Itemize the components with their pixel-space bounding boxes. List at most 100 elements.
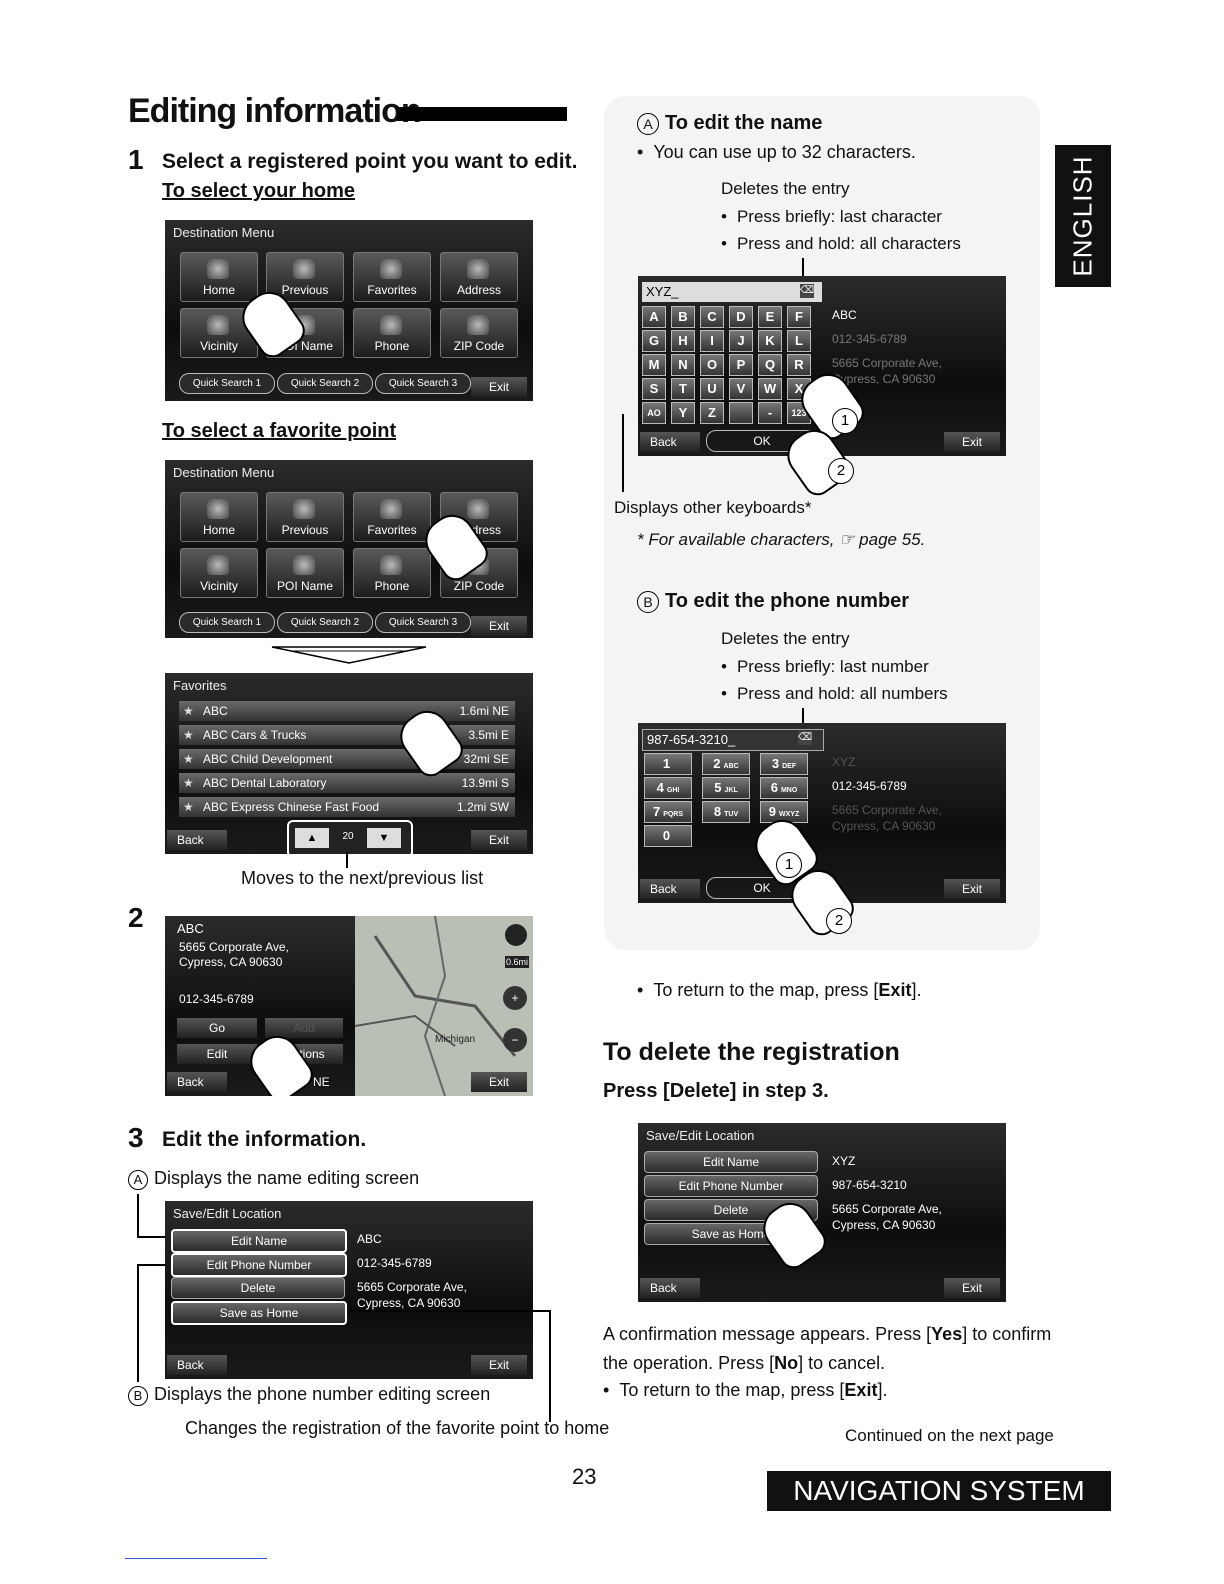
key-r[interactable]: R — [787, 354, 811, 376]
address-tile[interactable]: Address — [440, 252, 518, 302]
key-z[interactable]: Z — [700, 402, 724, 424]
poi-name-tile[interactable]: POI Name — [266, 548, 344, 598]
key-l[interactable]: L — [787, 330, 811, 352]
key-t[interactable]: T — [671, 378, 695, 400]
key-j[interactable]: J — [729, 330, 753, 352]
exit-button[interactable]: Exit — [471, 616, 527, 636]
favorites-tile[interactable]: Favorites — [353, 252, 431, 302]
go-button[interactable]: Go — [177, 1018, 257, 1038]
key-ao[interactable]: AO — [642, 402, 666, 424]
favorites-tile[interactable]: Favorites — [353, 492, 431, 542]
key-b[interactable]: B — [671, 306, 695, 328]
key-w[interactable]: W — [758, 378, 782, 400]
key-a[interactable]: A — [642, 306, 666, 328]
key-d[interactable]: D — [729, 306, 753, 328]
key-y[interactable]: Y — [671, 402, 695, 424]
key-space[interactable] — [729, 402, 753, 424]
exit-button[interactable]: Exit — [944, 879, 1000, 899]
key-h[interactable]: H — [671, 330, 695, 352]
key-f[interactable]: F — [787, 306, 811, 328]
previous-tile[interactable]: Previous — [266, 492, 344, 542]
edit-name-button[interactable]: Edit Name — [171, 1229, 347, 1253]
key-e[interactable]: E — [758, 306, 782, 328]
back-button[interactable]: Back — [640, 879, 700, 899]
quick-search-2-button[interactable]: Quick Search 2 — [277, 612, 373, 633]
exit-button[interactable]: Exit — [471, 377, 527, 397]
back-button[interactable]: Back — [167, 1355, 227, 1375]
back-button[interactable]: Back — [640, 1278, 700, 1298]
edit-phone-number-button[interactable]: Edit Phone Number — [644, 1175, 818, 1197]
key-v[interactable]: V — [729, 378, 753, 400]
screen-title: Save/Edit Location — [173, 1206, 282, 1221]
key--[interactable]: - — [758, 402, 782, 424]
home-tile[interactable]: Home — [180, 252, 258, 302]
key-k[interactable]: K — [758, 330, 782, 352]
edit-name-button[interactable]: Edit Name — [644, 1151, 818, 1173]
home-tile[interactable]: Home — [180, 492, 258, 542]
key-1[interactable]: 1 — [644, 753, 692, 775]
quick-search-3-button[interactable]: Quick Search 3 — [375, 612, 471, 633]
key-s[interactable]: S — [642, 378, 666, 400]
exit-button[interactable]: Exit — [471, 1072, 527, 1092]
edit-button[interactable]: Edit — [177, 1044, 257, 1064]
key-p[interactable]: P — [729, 354, 753, 376]
delete-key-icon[interactable]: ⌫ — [800, 284, 815, 298]
phone-input-field[interactable]: 987-654-3210_ — [642, 729, 824, 751]
delete-button[interactable]: Delete — [171, 1277, 345, 1299]
phone-tile[interactable]: Phone — [353, 308, 431, 358]
page-down-button[interactable]: ▼ — [367, 828, 401, 848]
previous-icon — [293, 259, 315, 279]
vicinity-icon — [207, 315, 229, 335]
add-button[interactable]: Add — [265, 1018, 343, 1038]
key-u[interactable]: U — [700, 378, 724, 400]
phone-tile[interactable]: Phone — [353, 548, 431, 598]
key-n[interactable]: N — [671, 354, 695, 376]
key-o[interactable]: O — [700, 354, 724, 376]
save-as-home-button[interactable]: Save as Home — [171, 1301, 347, 1325]
page-up-button[interactable]: ▲ — [295, 828, 329, 848]
delete-key-icon[interactable]: ⌫ — [798, 731, 813, 745]
quick-search-1-button[interactable]: Quick Search 1 — [179, 612, 275, 633]
star-icon: ★ — [183, 752, 194, 766]
exit-button[interactable]: Exit — [944, 432, 1000, 452]
key-c[interactable]: C — [700, 306, 724, 328]
name-input-field[interactable]: XYZ_ — [642, 282, 822, 302]
quick-search-3-button[interactable]: Quick Search 3 — [375, 373, 471, 394]
exit-button[interactable]: Exit — [471, 830, 527, 850]
exit-button[interactable]: Exit — [944, 1278, 1000, 1298]
exit-button[interactable]: Exit — [471, 1355, 527, 1375]
zoom-out-button[interactable]: − — [503, 1028, 527, 1052]
continued-note: Continued on the next page — [845, 1426, 1054, 1445]
zip-code-tile[interactable]: ZIP Code — [440, 308, 518, 358]
back-button[interactable]: Back — [167, 830, 227, 850]
back-button[interactable]: Back — [167, 1072, 227, 1092]
edit-phone-number-button[interactable]: Edit Phone Number — [171, 1253, 347, 1277]
back-button[interactable]: Back — [640, 432, 700, 452]
zoom-in-button[interactable]: + — [503, 986, 527, 1010]
key-g[interactable]: G — [642, 330, 666, 352]
quick-search-1-button[interactable]: Quick Search 1 — [179, 373, 275, 394]
vicinity-tile[interactable]: Vicinity — [180, 548, 258, 598]
star-icon — [380, 499, 402, 519]
available-characters-note: * For available characters, ☞ page 55. — [637, 530, 926, 549]
key-0[interactable]: 0 — [644, 825, 692, 847]
quick-search-2-button[interactable]: Quick Search 2 — [277, 373, 373, 394]
map-view[interactable]: Michigan 0.6mi + − — [354, 916, 533, 1096]
key-i[interactable]: I — [700, 330, 724, 352]
info-address-line1: 5665 Corporate Ave, — [832, 1202, 942, 1216]
key-q[interactable]: Q — [758, 354, 782, 376]
key-m[interactable]: M — [642, 354, 666, 376]
